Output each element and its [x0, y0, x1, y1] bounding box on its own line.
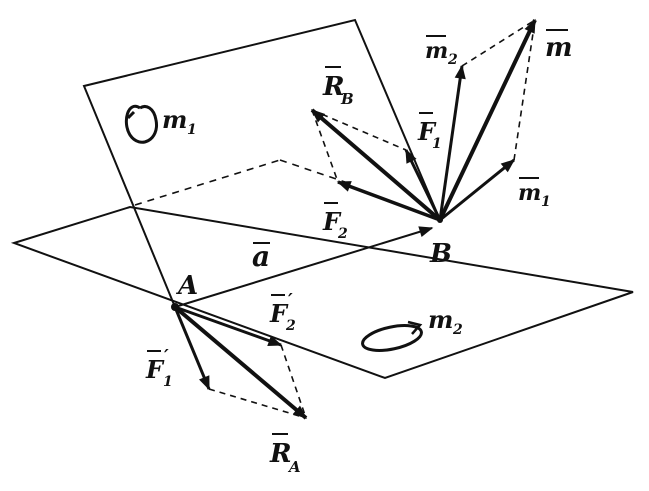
- label-f1: F: [417, 117, 437, 146]
- label-rb-sub: B: [340, 90, 354, 108]
- force-rb-arrow: [310, 108, 442, 222]
- label-f1-prime: F: [145, 355, 165, 384]
- label-f1-prime-sub: 1: [163, 374, 173, 390]
- label-plane2-moment-sub: 2: [452, 322, 463, 338]
- hidden-plane-edge-2: [279, 159, 346, 183]
- label-ra: R: [269, 439, 292, 469]
- label-plane1-moment-sub: 1: [187, 122, 197, 138]
- ellipse-moment-icon: [361, 324, 423, 352]
- label-m: m: [545, 33, 573, 63]
- label-plane1-moment: m: [162, 105, 187, 134]
- label-f2-prime-sub: 2: [285, 318, 296, 334]
- rb-construction-line: [311, 109, 339, 183]
- force-f1prime-arrow: [173, 306, 211, 391]
- label-f2-prime: F: [269, 299, 289, 328]
- label-plane2-moment: m: [428, 305, 453, 334]
- label-point-a: A: [175, 271, 198, 301]
- point-b-dot: [437, 217, 443, 223]
- moment-m2-arrow: [438, 64, 466, 221]
- vertical-plane: [82, 18, 441, 308]
- ellipse-arrow-icon: [407, 320, 423, 335]
- force-f2prime-arrow: [174, 305, 283, 347]
- prime-mark: ′: [288, 290, 293, 311]
- hidden-plane-edge: [134, 159, 281, 206]
- label-point-b: B: [429, 239, 452, 269]
- label-m2: m: [425, 38, 448, 64]
- horizontal-plane: [10, 205, 634, 380]
- m-construction-line: [461, 19, 536, 67]
- label-m1: m: [518, 180, 541, 206]
- label-f2-sub: 2: [337, 226, 348, 242]
- label-rb: R: [322, 72, 345, 102]
- curl-moment-icon: [124, 104, 158, 144]
- label-f1-sub: 1: [432, 136, 442, 152]
- ra-construction-line: [280, 344, 307, 419]
- label-vector-a: a: [252, 240, 270, 273]
- label-f2: F: [322, 207, 342, 236]
- force-ra-arrow: [173, 305, 308, 420]
- force-f1-arrow: [404, 148, 442, 221]
- point-a-dot: [171, 303, 179, 311]
- prime-mark: ′: [164, 346, 169, 367]
- m-construction-line: [513, 19, 536, 161]
- label-m2-sub: 2: [447, 52, 458, 68]
- label-m1-sub: 1: [541, 194, 551, 210]
- moment-m1-arrow: [439, 158, 516, 222]
- rb-construction-line: [311, 109, 407, 151]
- vector-a-arrow: [174, 226, 434, 308]
- label-ra-sub: A: [287, 458, 301, 476]
- ra-construction-line: [208, 388, 307, 419]
- force-f2-arrow: [336, 180, 441, 222]
- moment-m-arrow: [438, 18, 537, 221]
